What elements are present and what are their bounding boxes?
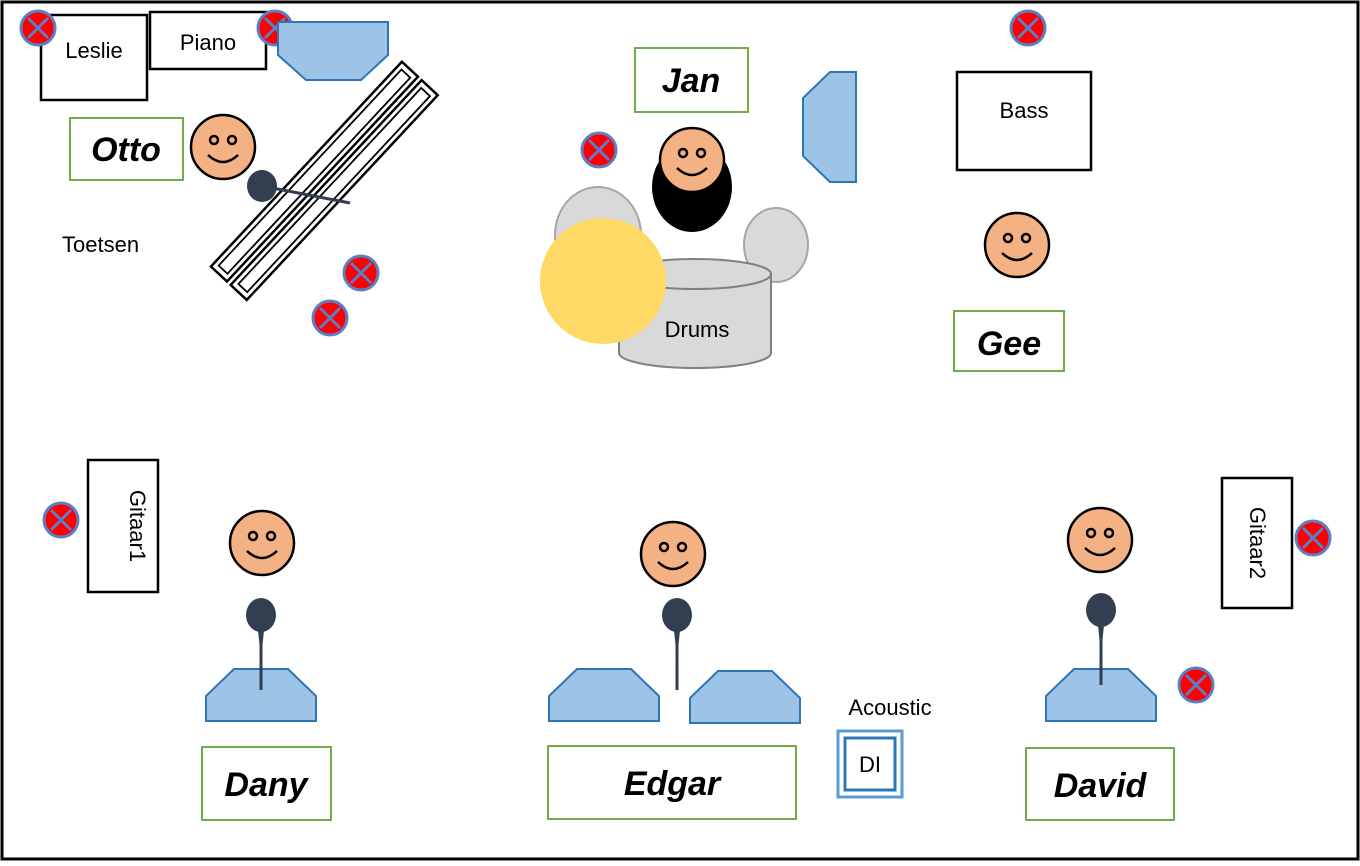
edgar-mic-icon (660, 596, 694, 692)
musician-name: Jan (662, 62, 721, 100)
name-box-otto: Otto (69, 117, 184, 181)
power-outlet-icon (311, 299, 349, 337)
drum-monitor-wedge (802, 71, 857, 183)
gee-face-icon (983, 211, 1051, 279)
gitaar2-amp: Gitaar2 (1220, 476, 1294, 610)
gitaar1-amp: Gitaar1 (86, 458, 160, 594)
power-outlet-icon (19, 9, 57, 47)
edgar-monitor-left (548, 668, 660, 722)
dany-face-icon (228, 509, 296, 577)
power-outlet-icon (1294, 519, 1332, 557)
piano-amp: Piano (148, 10, 268, 71)
musician-name: Gee (977, 325, 1041, 363)
name-box-edgar: Edgar (547, 745, 797, 820)
drums-label: Drums (665, 317, 730, 342)
toetsen-label: Toetsen (62, 232, 139, 257)
keys-monitor-wedge (277, 21, 389, 81)
david-face-icon (1066, 506, 1134, 574)
di-label: DI (859, 752, 881, 777)
musician-name: Otto (91, 131, 161, 169)
edgar-face-icon (639, 520, 707, 588)
musician-name: Dany (224, 766, 309, 804)
name-box-dany: Dany (201, 746, 332, 821)
di-box: DI (836, 729, 904, 799)
power-outlet-icon (1177, 666, 1215, 704)
keys-mic-icon (247, 170, 351, 205)
floor-tom (743, 207, 809, 283)
acoustic-label: Acoustic (848, 695, 931, 720)
bass-amp: Bass (955, 70, 1093, 172)
leslie-label: Leslie (65, 38, 122, 63)
keyboard-2 (228, 78, 440, 302)
bass-label: Bass (1000, 98, 1049, 123)
power-outlet-icon (580, 131, 618, 169)
jan-face-icon (658, 126, 726, 194)
edgar-monitor-right (689, 670, 801, 724)
otto-face-icon (189, 113, 257, 181)
keyboard-1 (209, 59, 420, 284)
name-box-gee: Gee (953, 310, 1065, 372)
piano-label: Piano (180, 30, 236, 55)
name-box-david: David (1025, 747, 1175, 821)
musician-name: David (1054, 767, 1148, 805)
power-outlet-icon (342, 254, 380, 292)
keyboards (209, 59, 440, 302)
power-outlet-icon (1009, 9, 1047, 47)
cymbal (540, 218, 666, 344)
power-outlet-icon (42, 501, 80, 539)
leslie-amp: Leslie (39, 13, 149, 102)
name-box-jan: Jan (634, 47, 749, 113)
gitaar2-label: Gitaar2 (1245, 507, 1270, 579)
gitaar1-label: Gitaar1 (125, 490, 150, 562)
musician-name: Edgar (624, 765, 722, 803)
